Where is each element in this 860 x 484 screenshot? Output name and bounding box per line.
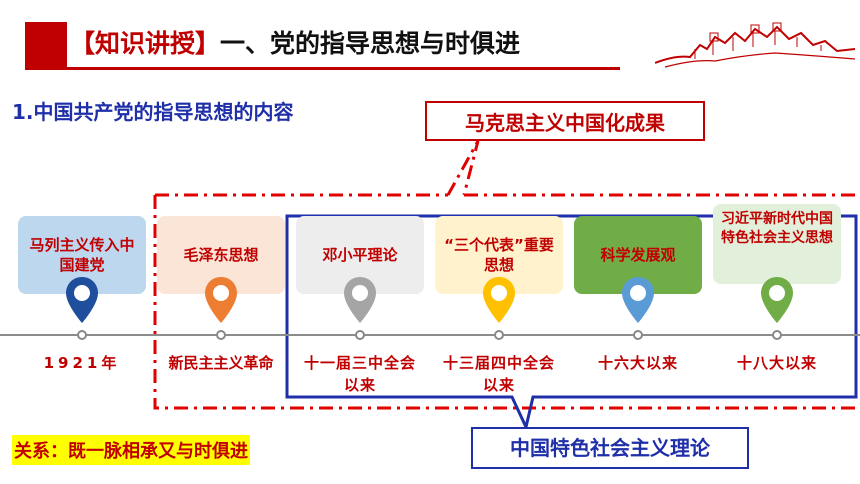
period-label: 新民主主义革命 (168, 354, 274, 372)
timeline-dot (772, 330, 782, 340)
period-label: 十三届四中全会以来 (442, 354, 555, 394)
header-title-text: 一、党的指导思想与时俱进 (220, 29, 521, 58)
map-pin-icon (622, 277, 654, 323)
section-tag: 知识讲授 (95, 29, 196, 58)
header-red-block (25, 22, 67, 67)
section-subtitle: 1.中国共产党的指导思想的内容 (12, 100, 294, 124)
great-wall-decoration (655, 22, 855, 68)
callout-socialism-theory: 中国特色社会主义理论 (471, 427, 749, 469)
header-underline (25, 22, 620, 70)
thought-card: 科学发展观 (574, 216, 702, 294)
callout-marxism-sinicization: 马克思主义中国化成果 (425, 101, 705, 141)
timeline-dot (355, 330, 365, 340)
map-pin-icon (483, 277, 515, 323)
timeline-dot (494, 330, 504, 340)
page-title: 【知识讲授】一、党的指导思想与时俱进 (70, 24, 520, 64)
timeline-dot (633, 330, 643, 340)
timeline-dot (77, 330, 87, 340)
period-label: 十八大以来 (736, 354, 817, 372)
red-callout-tail (446, 140, 480, 196)
map-pin-icon (344, 277, 376, 323)
thought-card: 马列主义传入中国建党 (18, 216, 146, 294)
bracket-close: 】 (195, 29, 221, 58)
timeline-axis (0, 334, 860, 336)
period-label: 十一届三中全会以来 (303, 354, 416, 394)
map-pin-icon (761, 277, 793, 323)
map-pin-icon (205, 277, 237, 323)
timeline-dot (216, 330, 226, 340)
thought-card: 习近平新时代中国特色社会主义思想 (713, 204, 841, 284)
period-label: 十六大以来 (597, 354, 678, 372)
bracket-open: 【 (70, 29, 96, 58)
map-pin-icon (66, 277, 98, 323)
relation-statement: 关系：既一脉相承又与时俱进 (12, 435, 250, 465)
period-label: 1921年 (43, 354, 121, 372)
